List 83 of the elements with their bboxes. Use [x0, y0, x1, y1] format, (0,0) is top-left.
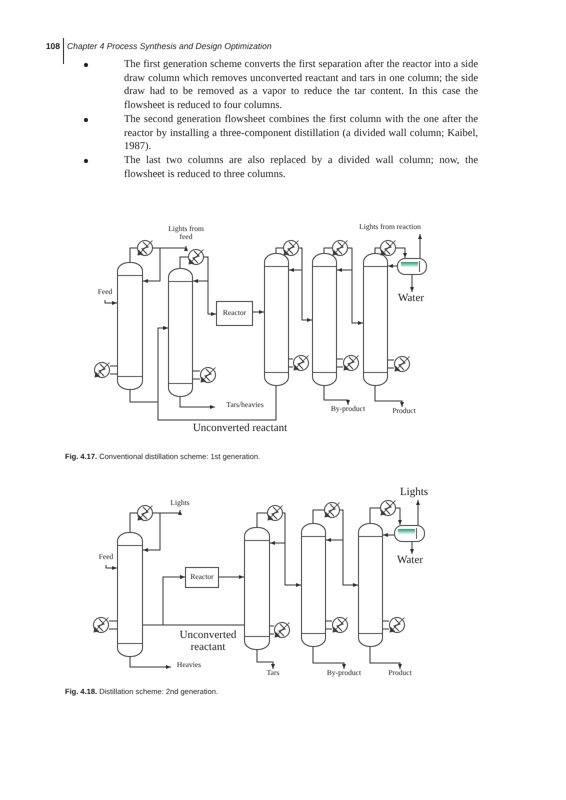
decanter-drum: [397, 258, 427, 275]
flow-arrow: [142, 512, 160, 552]
bullet-paragraph: The second generation flowsheet combines the first column with the one after the reactor by installing a three-component distillation (a divided wall column; Kaibel, 1987).: [124, 113, 478, 154]
bullet-paragraph: The first generation scheme converts the first separation after the reactor into a side draw column which removes unconverted reactant and tars in one column; the side draw had to be removed as a vapor to reduce the tar content. In this case the flowsheet is reduced to four columns.: [124, 58, 478, 113]
heat-exchanger: [332, 617, 348, 633]
distillation-column: [358, 523, 383, 647]
pipe-line: [288, 358, 294, 360]
flow-arrow: [370, 646, 402, 670]
flow-arrow: [324, 386, 350, 406]
pipe-line: [370, 508, 380, 524]
flow-arrow: [104, 300, 118, 305]
distillation-column: [301, 523, 326, 647]
heat-exchanger: [267, 505, 283, 521]
flow-arrow: [374, 386, 404, 408]
distillation-column: [117, 262, 143, 390]
pipe-line: [256, 512, 268, 528]
flow-arrow: [218, 575, 244, 579]
heat-exchanger: [343, 355, 359, 371]
flow-arrow: [180, 396, 216, 409]
pipe-line: [382, 620, 390, 622]
flow-arrow: [130, 656, 172, 669]
flow-arrow: [312, 646, 346, 670]
heat-exchanger: [137, 240, 153, 256]
heat-exchanger: [137, 505, 153, 521]
pipe-line: [336, 366, 344, 368]
distillation-column: [264, 253, 289, 386]
flow-arrow: [256, 650, 275, 670]
pipe-line: [382, 628, 390, 630]
chapter-heading: Chapter 4 Process Synthesis and Design Optimization: [67, 41, 273, 51]
heat-exchanger: [274, 622, 290, 638]
flow-arrow: [270, 512, 286, 545]
pipe-line: [312, 510, 324, 524]
pipe-line: [374, 248, 380, 254]
flow-arrow: [336, 248, 352, 272]
flow-arrow: [388, 264, 398, 268]
pipe-line: [192, 378, 200, 380]
pipe-line: [108, 620, 118, 622]
heat-exchanger: [389, 617, 405, 633]
pipe-line: [288, 366, 294, 368]
heat-exchanger: [324, 502, 340, 518]
heat-exchanger: [283, 240, 299, 256]
flow-arrow: [162, 575, 244, 626]
heat-exchanger: [332, 240, 348, 256]
flow-arrow: [288, 248, 302, 272]
flow-arrow: [396, 508, 402, 526]
flow-arrow: [106, 564, 118, 570]
decanter-drum: [394, 525, 425, 542]
bullet-paragraph: The last two columns are also replaced by a divided wall column; now, the flowsheet is reduced to three columns.: [124, 154, 478, 182]
pipe-line: [326, 628, 332, 630]
flow-arrow: [142, 248, 160, 283]
heat-exchanger: [394, 356, 410, 372]
pipe-line: [130, 248, 138, 262]
flow-arrow: [326, 510, 344, 542]
pipe-line: [336, 358, 344, 360]
pipe-line: [192, 370, 200, 372]
pipe-line: [108, 628, 118, 630]
distillation-column: [312, 253, 337, 386]
distillation-column: [117, 532, 143, 657]
heat-exchanger: [200, 367, 216, 383]
heat-exchanger: [188, 249, 204, 265]
pipe-line: [326, 620, 332, 622]
flow-arrow: [410, 542, 414, 554]
flow-arrow: [382, 533, 394, 537]
flow-arrow: [158, 326, 276, 420]
flow-arrow: [410, 274, 414, 292]
heat-exchanger: [94, 362, 110, 378]
page-number: 108: [44, 41, 60, 51]
flow-arrow: [396, 248, 407, 258]
pipe-line: [276, 248, 284, 254]
flow-arrow: [416, 500, 420, 526]
heat-exchanger: [380, 240, 396, 256]
flow-arrow: [418, 234, 422, 258]
heat-exchanger: [380, 500, 396, 516]
pipe-line: [130, 512, 138, 532]
flow-arrow: [252, 310, 264, 314]
flow-arrow: [192, 256, 208, 283]
heat-exchanger: [293, 355, 309, 371]
heat-exchanger: [93, 617, 109, 633]
distillation-column: [244, 527, 270, 650]
pipe-line: [180, 256, 188, 268]
distillation-column: [168, 268, 193, 397]
pipe-line: [324, 248, 332, 254]
distillation-column: [363, 253, 388, 386]
